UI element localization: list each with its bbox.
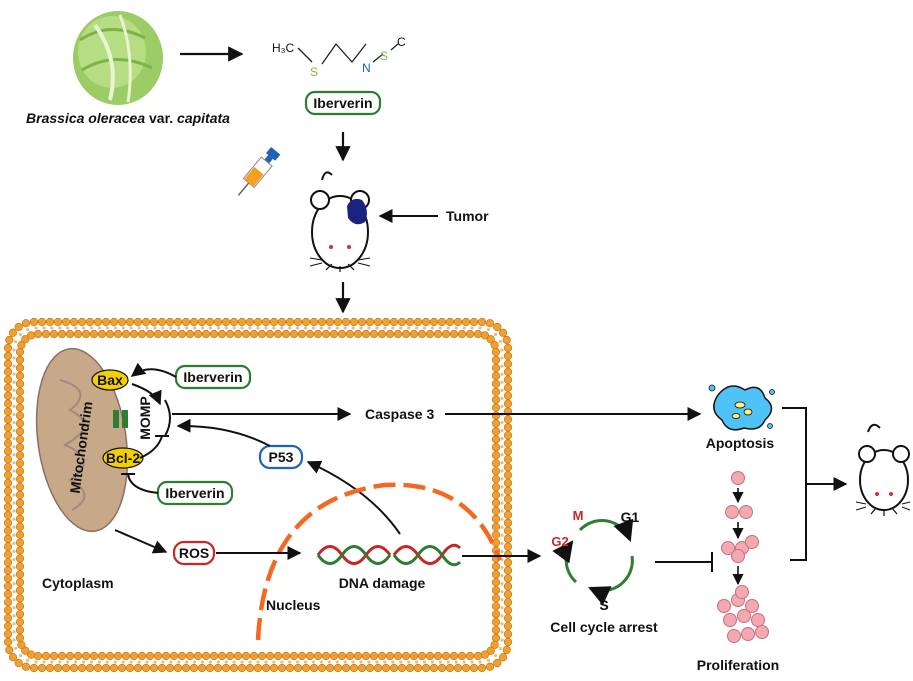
- mouse-with-tumor-icon: [309, 171, 371, 272]
- dna-damage-label: DNA damage: [339, 575, 426, 591]
- p53-label: P53: [269, 449, 294, 465]
- bcl2-protein: [102, 447, 144, 469]
- nitrogen-label: N: [362, 61, 371, 75]
- iberverin-top-box: [304, 90, 382, 116]
- syringe-icon: [237, 146, 281, 196]
- iberverin-upper-label: Iberverin: [183, 369, 242, 385]
- bax-protein: [91, 369, 129, 391]
- phase-s-label: S: [599, 597, 608, 613]
- momp-bracket: [164, 399, 171, 437]
- caspase3-label: Caspase 3: [365, 406, 434, 422]
- proliferation-label: Proliferation: [697, 657, 779, 673]
- cabbage-image: [73, 11, 163, 105]
- outcome-bracket: [782, 407, 807, 561]
- iberverin-structure: H₃C S N S C: [272, 35, 406, 79]
- p53-box: [258, 444, 304, 470]
- arrow-mito-to-ros: [114, 529, 168, 554]
- bcl2-label: Bcl-2: [106, 450, 140, 466]
- phase-g1-label: G1: [621, 509, 640, 525]
- mitochondrion: [35, 347, 129, 533]
- phase-g2-label: G2: [551, 534, 568, 549]
- cell-cycle-diagram: [552, 518, 634, 606]
- nucleus-envelope: [255, 482, 503, 641]
- proliferation-cells: [717, 471, 769, 643]
- momp-label: MOMP: [137, 396, 153, 440]
- cell-cycle-arrest-label: Cell cycle arrest: [550, 619, 658, 635]
- pore-left: [113, 410, 119, 428]
- sulfur2-label: S: [380, 49, 388, 63]
- iberverin-lower-label: Iberverin: [165, 485, 224, 501]
- arrow-dna-to-p53: [306, 460, 401, 535]
- pore-right: [122, 410, 128, 428]
- arrow-p53-to-momp: [176, 418, 271, 447]
- sulfur-label: S: [310, 65, 318, 79]
- dna-helix-icon: [316, 543, 462, 567]
- carbon-label: C: [397, 35, 406, 49]
- apoptosis-label: Apoptosis: [706, 435, 775, 451]
- nucleus-label: Nucleus: [266, 597, 321, 613]
- methyl-label: H₃C: [272, 41, 295, 55]
- ros-box: [172, 540, 216, 566]
- phase-m-label: M: [573, 508, 584, 523]
- ros-label: ROS: [179, 545, 209, 561]
- apoptotic-cell-icon: [708, 384, 775, 431]
- mouse-icon: [855, 423, 911, 516]
- iberverin-top-label: Iberverin: [313, 95, 372, 111]
- arrow-iberverin-to-bax: [130, 362, 177, 378]
- arrow-bax-to-momp: [131, 383, 162, 406]
- inhibit-iberverin-bcl2: [127, 473, 159, 494]
- cytoplasm-label: Cytoplasm: [42, 575, 114, 591]
- tumor-label: Tumor: [446, 208, 489, 224]
- inhibit-bcl2-momp: [139, 435, 163, 459]
- bax-label: Bax: [97, 372, 123, 388]
- source-name: Brassica oleracea var. capitata: [26, 110, 230, 126]
